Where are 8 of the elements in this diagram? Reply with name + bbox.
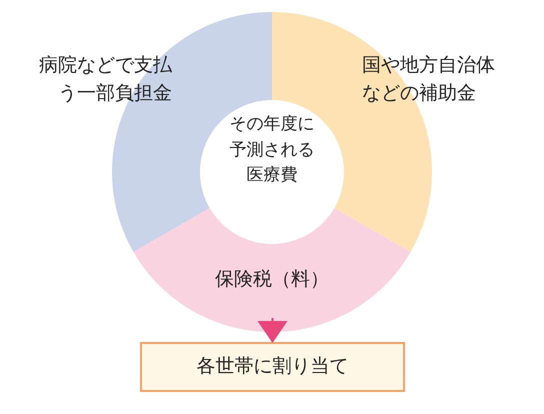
node-label: 国や地方自治体などの補助金 — [362, 53, 496, 106]
arrow — [258, 318, 288, 343]
donut-segment — [133, 209, 411, 332]
node-label: 保険税（料） — [214, 267, 330, 292]
node-label: 病院などで支払う一部負担金 — [38, 53, 172, 106]
result-box — [140, 342, 405, 392]
node-label: 各世帯に割り当て — [196, 354, 350, 379]
node-label: その年度に予測される医療費 — [228, 113, 316, 187]
